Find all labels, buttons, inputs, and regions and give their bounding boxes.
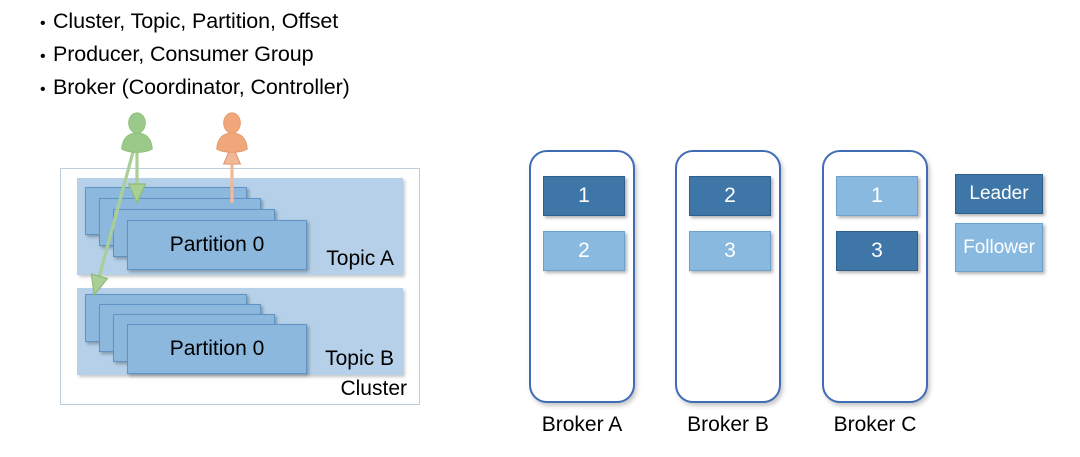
broker-label-b: Broker B [687,413,769,436]
topic-box-a: Partition 0 Topic A [77,178,403,275]
partition-card-front: Partition 0 [127,324,307,374]
replica-id: 2 [724,184,736,207]
broker-box-c[interactable]: 1 3 [822,150,928,403]
broker-box-a[interactable]: 1 2 [529,150,635,403]
broker-label-a: Broker A [541,413,623,436]
legend-leader-label: Leader [969,183,1029,204]
broker-label-c: Broker C [833,413,917,436]
replica-tile: 2 [689,176,771,216]
partition-card-front: Partition 0 [127,220,307,270]
bullet-item: • Broker (Coordinator, Controller) [40,72,560,105]
bullet-item: • Cluster, Topic, Partition, Offset [40,6,560,39]
bullet-marker-icon: • [40,81,46,98]
bullet-list: • Cluster, Topic, Partition, Offset • Pr… [40,6,560,105]
replica-id: 2 [578,239,590,262]
bullet-text: Producer, Consumer Group [53,42,314,66]
cluster-label: Cluster [340,377,407,400]
topic-label-b: Topic B [325,347,394,370]
legend-follower-label: Follower [963,236,1035,258]
replica-id: 3 [724,239,736,262]
replica-tile: 2 [543,231,625,271]
bullet-text: Broker (Coordinator, Controller) [53,75,350,99]
replica-id: 1 [871,184,883,207]
producer-actor [119,111,155,153]
replica-id: 1 [578,184,590,207]
replica-tile: 3 [689,231,771,271]
partition-label: Partition 0 [169,233,265,256]
bullet-marker-icon: • [40,48,46,65]
topic-label-a: Topic A [326,247,394,270]
topic-box-b: Partition 0 Topic B [77,288,403,375]
bullet-marker-icon: • [40,15,46,32]
bullet-text: Cluster, Topic, Partition, Offset [53,9,339,33]
person-icon [216,112,248,153]
person-icon [121,112,153,153]
legend-follower-swatch: Follower [955,223,1043,272]
replica-tile: 1 [543,176,625,216]
replica-id: 3 [871,239,883,262]
partition-label: Partition 0 [169,337,265,360]
bullet-item: • Producer, Consumer Group [40,39,560,72]
legend-leader-swatch: Leader [955,174,1043,214]
replica-tile: 3 [836,231,918,271]
consumer-actor [214,111,250,153]
broker-box-b[interactable]: 2 3 [675,150,781,403]
replica-tile: 1 [836,176,918,216]
